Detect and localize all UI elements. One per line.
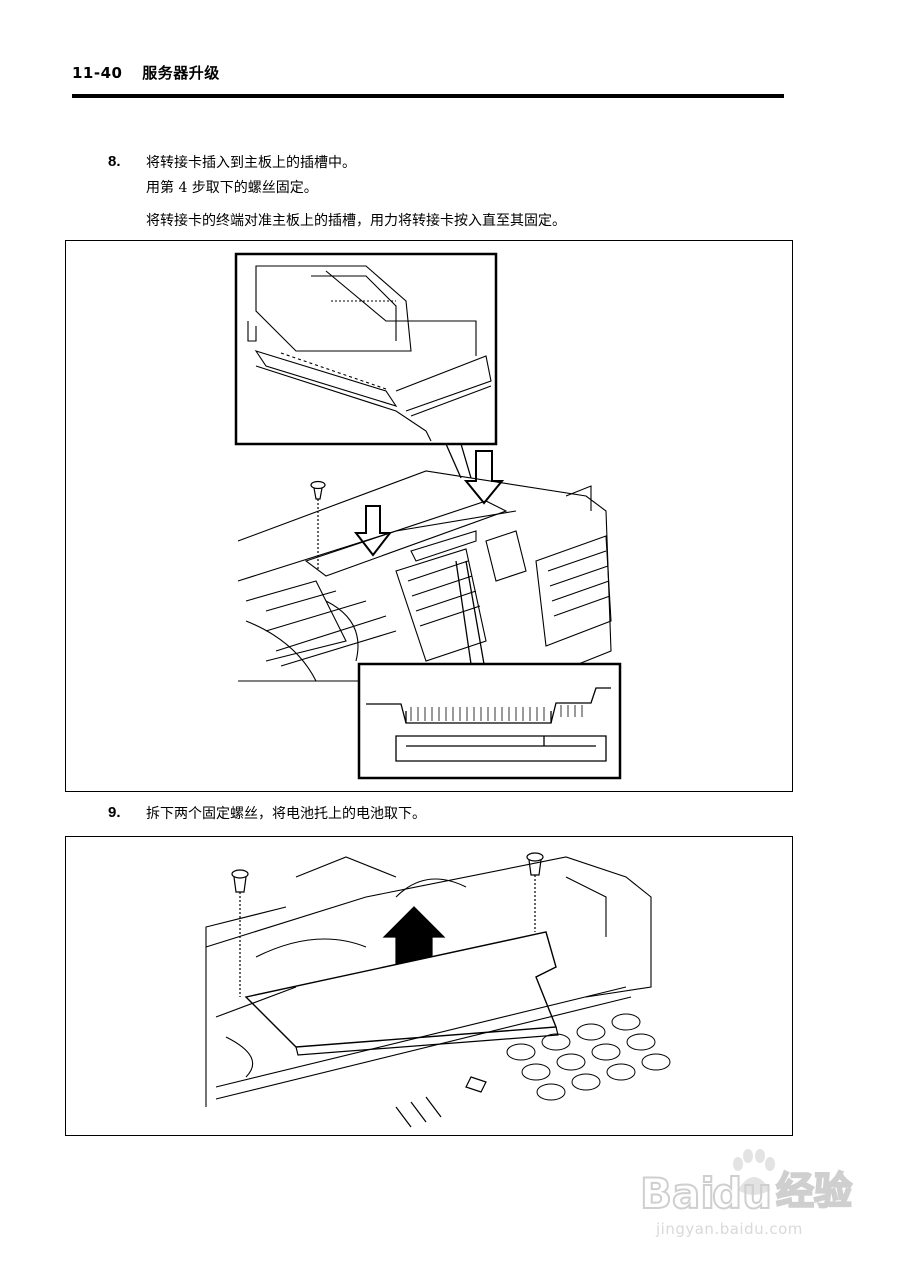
page-number: 11-40 [72,64,123,82]
step-9-line-1: 拆下两个固定螺丝，将电池托上的电池取下。 [146,806,426,822]
watermark-suffix: 经验 [776,1169,852,1213]
riser-card-install-figure [65,240,793,792]
watermark-brand-2: du [712,1169,772,1218]
step-8-line-2: 用第 4 步取下的螺丝固定。 [146,180,318,196]
baidu-watermark: Bai du 经验 jingyan.baidu.com [640,1142,870,1252]
step-8-note: 将转接卡的终端对准主板上的插槽，用力将转接卡按入直至其固定。 [146,213,566,229]
page-header: 11-40 服务器升级 [72,62,220,83]
header-rule [72,94,784,98]
chapter-title: 服务器升级 [142,64,220,82]
step-8-number: 8. [108,153,121,170]
step-9-number: 9. [108,804,121,821]
battery-removal-figure [65,836,793,1136]
step-8-line-1: 将转接卡插入到主板上的插槽中。 [146,155,356,171]
watermark-brand: Bai [640,1169,715,1218]
watermark-url: jingyan.baidu.com [656,1220,803,1238]
